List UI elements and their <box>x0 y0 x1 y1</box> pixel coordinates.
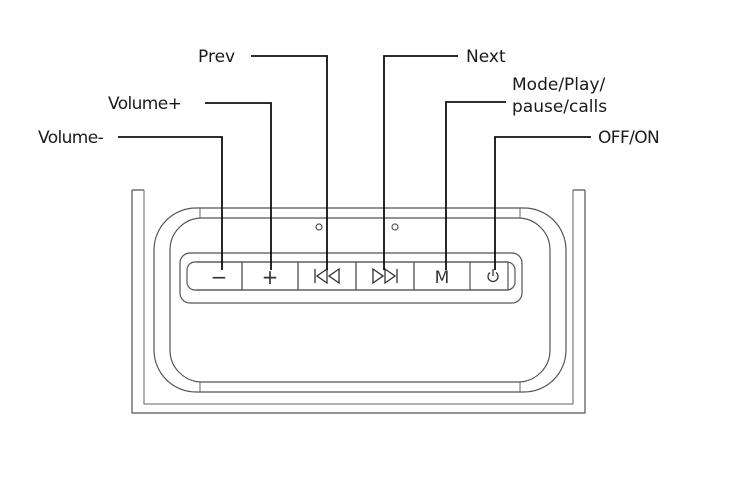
label-mode-line1: Mode/Play/ <box>512 75 605 95</box>
speaker-body <box>131 189 586 414</box>
label-mode-line2: pause/calls <box>512 97 607 117</box>
label-off-on: OFF/ON <box>598 128 659 148</box>
power-button[interactable] <box>470 261 509 291</box>
control-panel <box>153 207 567 393</box>
leader-off-on <box>494 136 591 270</box>
label-volume-plus: Volume+ <box>108 94 181 114</box>
plus-icon: + <box>262 265 279 289</box>
minus-icon: − <box>211 265 228 289</box>
leader-volume-plus <box>205 102 272 270</box>
label-volume-minus: Volume- <box>38 128 104 148</box>
label-next: Next <box>466 47 506 67</box>
next-track-button[interactable] <box>355 261 415 291</box>
mode-button[interactable]: M <box>413 261 471 291</box>
leader-volume-minus <box>118 136 223 270</box>
leader-prev <box>251 55 328 270</box>
indicator-lights <box>315 223 399 231</box>
button-strip <box>179 252 523 304</box>
indicator-light-left <box>315 223 323 231</box>
leader-next <box>383 55 458 270</box>
previous-track-icon <box>314 267 340 285</box>
label-prev: Prev <box>198 47 235 67</box>
volume-plus-button[interactable]: + <box>241 261 299 291</box>
next-track-icon <box>372 267 398 285</box>
power-icon <box>487 269 499 283</box>
volume-minus-button[interactable]: − <box>196 261 243 291</box>
leader-mode <box>445 101 506 270</box>
indicator-light-right <box>391 223 399 231</box>
leader-lines <box>118 55 591 270</box>
mode-icon: M <box>435 268 450 288</box>
